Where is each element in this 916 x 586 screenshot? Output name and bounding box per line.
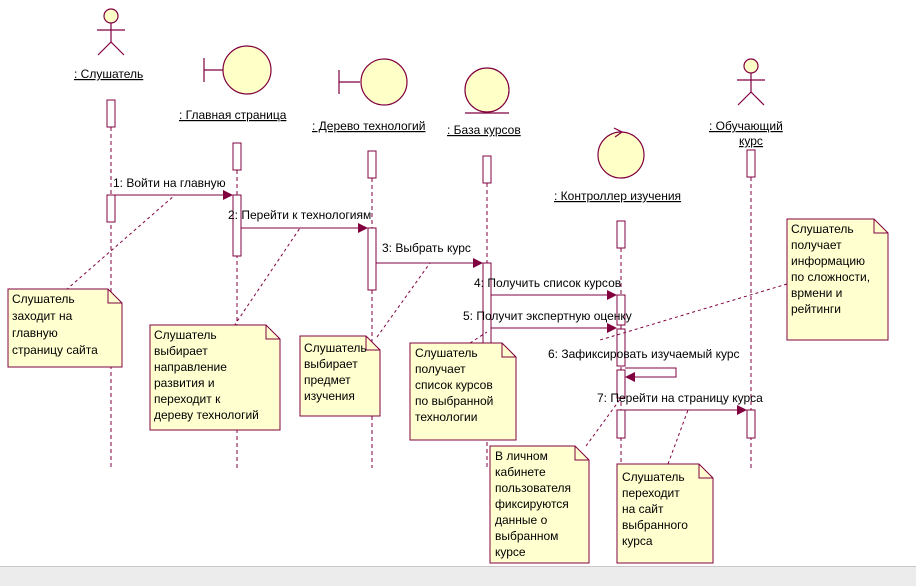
note-3: Слушатель выбирает предмет изучения [299,335,381,417]
activation-ctrl-3 [616,369,626,399]
entity-course-base-icon [464,67,510,114]
message-label-1: 1: Войти на главную [113,176,226,190]
control-study-controller-icon [597,127,645,179]
activation-tree-top [367,150,377,179]
activation-listener-1 [106,194,116,223]
note-2-line-2: выбирает [154,344,208,358]
note-1-line-2: заходит на [12,309,73,323]
note-anchor-7 [599,283,788,341]
note-1: Слушатель заходит на главную страницу са… [7,288,123,368]
note-1-line-4: страницу сайта [12,343,98,357]
note-4-line-3: список курсов [415,378,493,392]
note-3-line-2: выбирает [304,357,358,371]
note-5: В личном кабинете пользователя фиксируют… [489,445,590,564]
note-2-line-6: дереву технологий [154,408,259,422]
note-7-line-6: рейтинги [791,302,841,316]
note-3-line-1: Слушатель [304,341,367,355]
activation-ctrl-4 [616,409,626,439]
activation-main-top [232,142,242,171]
note-3-line-3: предмет [304,373,351,387]
note-6-line-2: переходит [622,486,680,500]
note-1-line-1: Слушатель [12,292,75,306]
object-label-training-course-1: : Обучающий [709,119,783,133]
note-5-line-1: В личном [495,449,548,463]
activation-ctrl-2 [616,328,626,367]
note-anchor-5 [585,397,622,447]
note-4-line-4: по выбранной [415,394,493,408]
note-4-line-5: технологии [415,410,477,424]
message-label-3: 3: Выбрать курс [382,241,471,255]
actor-listener-icon [97,8,125,56]
activation-ctrl-top [616,220,626,249]
activation-base-1 [482,262,492,344]
actor-training-course-icon [737,58,765,106]
object-label-course-base: : База курсов [447,123,521,137]
note-2-line-3: направление [154,360,227,374]
object-label-training-course-2: курс [739,134,763,148]
activation-ctrl-1 [616,294,626,326]
note-5-line-3: пользователя [495,481,571,495]
note-anchor-3 [376,262,431,338]
note-anchor-2 [233,227,301,327]
note-5-line-6: выбранном [495,529,558,543]
note-2: Слушатель выбирает направление развития … [149,324,281,431]
activation-course-top [746,149,756,178]
note-1-line-3: главную [12,326,58,340]
message-label-4: 4: Получить список курсов [474,276,621,290]
note-4: Слушатель получает список курсов по выбр… [409,342,517,441]
note-4-line-2: получает [415,362,466,376]
activation-tree-1 [367,227,377,291]
note-anchor-1 [65,194,176,291]
message-label-7: 7: Перейти на страницу курса [597,391,763,405]
note-5-line-7: курсе [495,545,526,559]
note-4-line-1: Слушатель [415,346,478,360]
message-arrow-6-self [625,367,677,382]
note-7-line-4: по сложности, [791,270,870,284]
note-7-line-5: врмени и [791,286,842,300]
note-5-line-5: данные о [495,513,548,527]
object-label-listener: : Слушатель [74,67,143,81]
message-label-2: 2: Перейти к технологиям [228,208,371,222]
message-label-5: 5: Получит экспертную оценку [463,309,632,323]
note-3-line-4: изучения [304,389,355,403]
boundary-tech-tree-icon [338,58,408,106]
object-label-tech-tree: : Дерево технологий [312,119,425,133]
note-7: Слушатель получает информацию по сложнос… [786,218,889,341]
object-label-main-page: : Главная страница [179,108,287,122]
note-6-line-3: на сайт [622,502,664,516]
horizontal-scrollbar[interactable] [0,566,916,586]
note-2-line-4: развития и [154,376,215,390]
object-label-study-controller: : Контроллер изучения [554,189,681,203]
activation-listener-top [106,99,116,128]
activation-course-1 [746,409,756,439]
note-6-line-5: курса [622,534,653,548]
note-anchor-6 [667,409,689,465]
activation-main-1 [232,194,242,257]
note-7-line-2: получает [791,238,842,252]
note-2-line-1: Слушатель [154,328,217,342]
note-5-line-2: кабинете [495,465,546,479]
note-6: Слушатель переходит на сайт выбранного к… [616,463,714,564]
message-label-6: 6: Зафиксировать изучаемый курс [548,347,740,361]
note-5-line-4: фиксируются [495,497,569,511]
note-7-line-1: Слушатель [791,222,854,236]
note-2-line-5: переходит к [154,392,221,406]
note-6-line-4: выбранного [622,518,688,532]
activation-base-top [482,155,492,184]
note-6-line-1: Слушатель [622,470,685,484]
boundary-main-page-icon [203,45,272,95]
note-7-line-3: информацию [791,254,865,268]
